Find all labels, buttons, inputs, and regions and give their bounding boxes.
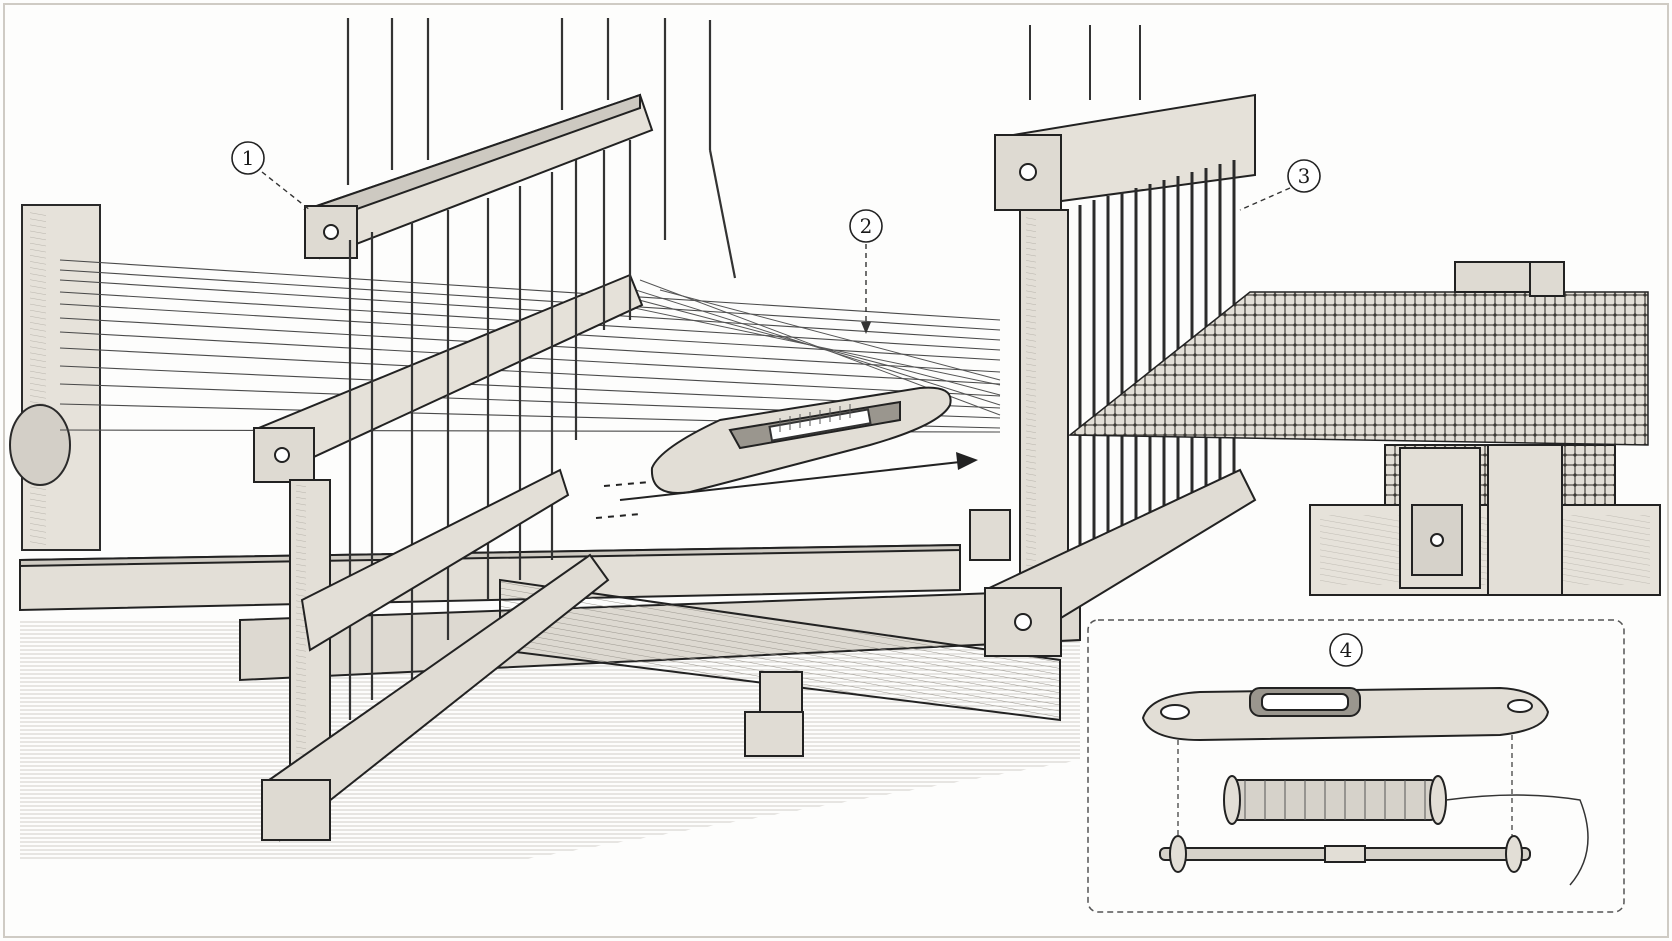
- callout-3-label: 3: [1298, 164, 1311, 188]
- shuttle-motion-arrow: [595, 452, 978, 519]
- spindle-rod: [1159, 835, 1531, 873]
- woven-cloth: [1067, 291, 1649, 446]
- callout-leaders: [261, 171, 1291, 325]
- bobbin: [1223, 775, 1589, 886]
- callout-1-label: 1: [242, 146, 255, 170]
- image-border: [3, 3, 1669, 938]
- warp-beam: [9, 204, 101, 551]
- heddle-frame: [252, 18, 737, 842]
- callout-4-label: 4: [1340, 638, 1353, 662]
- callout-2-label: 2: [860, 214, 873, 238]
- cloth-beam: [1384, 261, 1616, 596]
- shuttle: [650, 386, 952, 494]
- shuttle-detail-inset: [1087, 619, 1625, 913]
- callout-1: 1: [231, 141, 265, 175]
- callout-2: 2: [849, 209, 883, 243]
- callout-2-arrowhead: [861, 322, 871, 334]
- callout-4: 4: [1329, 633, 1363, 667]
- callout-3: 3: [1287, 159, 1321, 193]
